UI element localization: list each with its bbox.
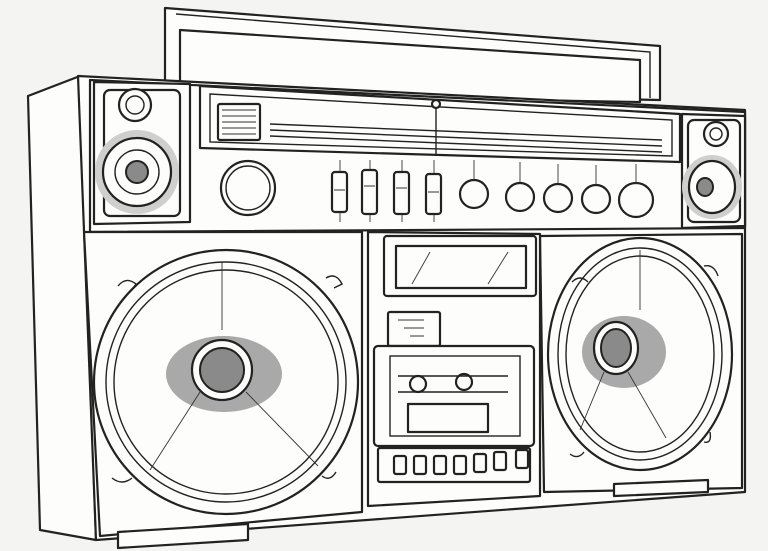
slider-1[interactable] [330,170,349,214]
knob-2[interactable] [504,181,536,213]
knob-3[interactable] [542,182,574,214]
right-speaker [538,232,744,494]
knob-4[interactable] [580,183,612,215]
slider-3[interactable] [392,170,411,216]
slider-4[interactable] [424,172,443,216]
left-reel [408,374,428,394]
knob-1[interactable] [458,178,490,210]
tape-button-3[interactable] [432,454,448,476]
equalizer-sliders [330,160,443,222]
top-panel [88,78,747,234]
right-foot [612,478,710,498]
left-speaker [82,230,364,538]
cassette-deck [366,230,542,508]
tape-buttons [392,448,530,476]
carry-handle [163,6,662,104]
tape-button-4[interactable] [452,454,468,476]
left-foot [116,522,250,550]
knob-5[interactable] [617,181,655,219]
tape-button-6[interactable] [492,450,508,472]
volume-knob[interactable] [219,159,277,217]
right-reel [454,372,474,392]
display-window [394,244,528,290]
tape-button-5[interactable] [472,452,488,474]
control-knobs [458,160,655,219]
tape-button-1[interactable] [392,454,408,476]
tape-button-2[interactable] [412,454,428,476]
slider-2[interactable] [360,168,379,216]
tuning-dial [198,84,682,164]
tape-button-7[interactable] [514,448,530,470]
left-tweeter-small [117,87,153,123]
